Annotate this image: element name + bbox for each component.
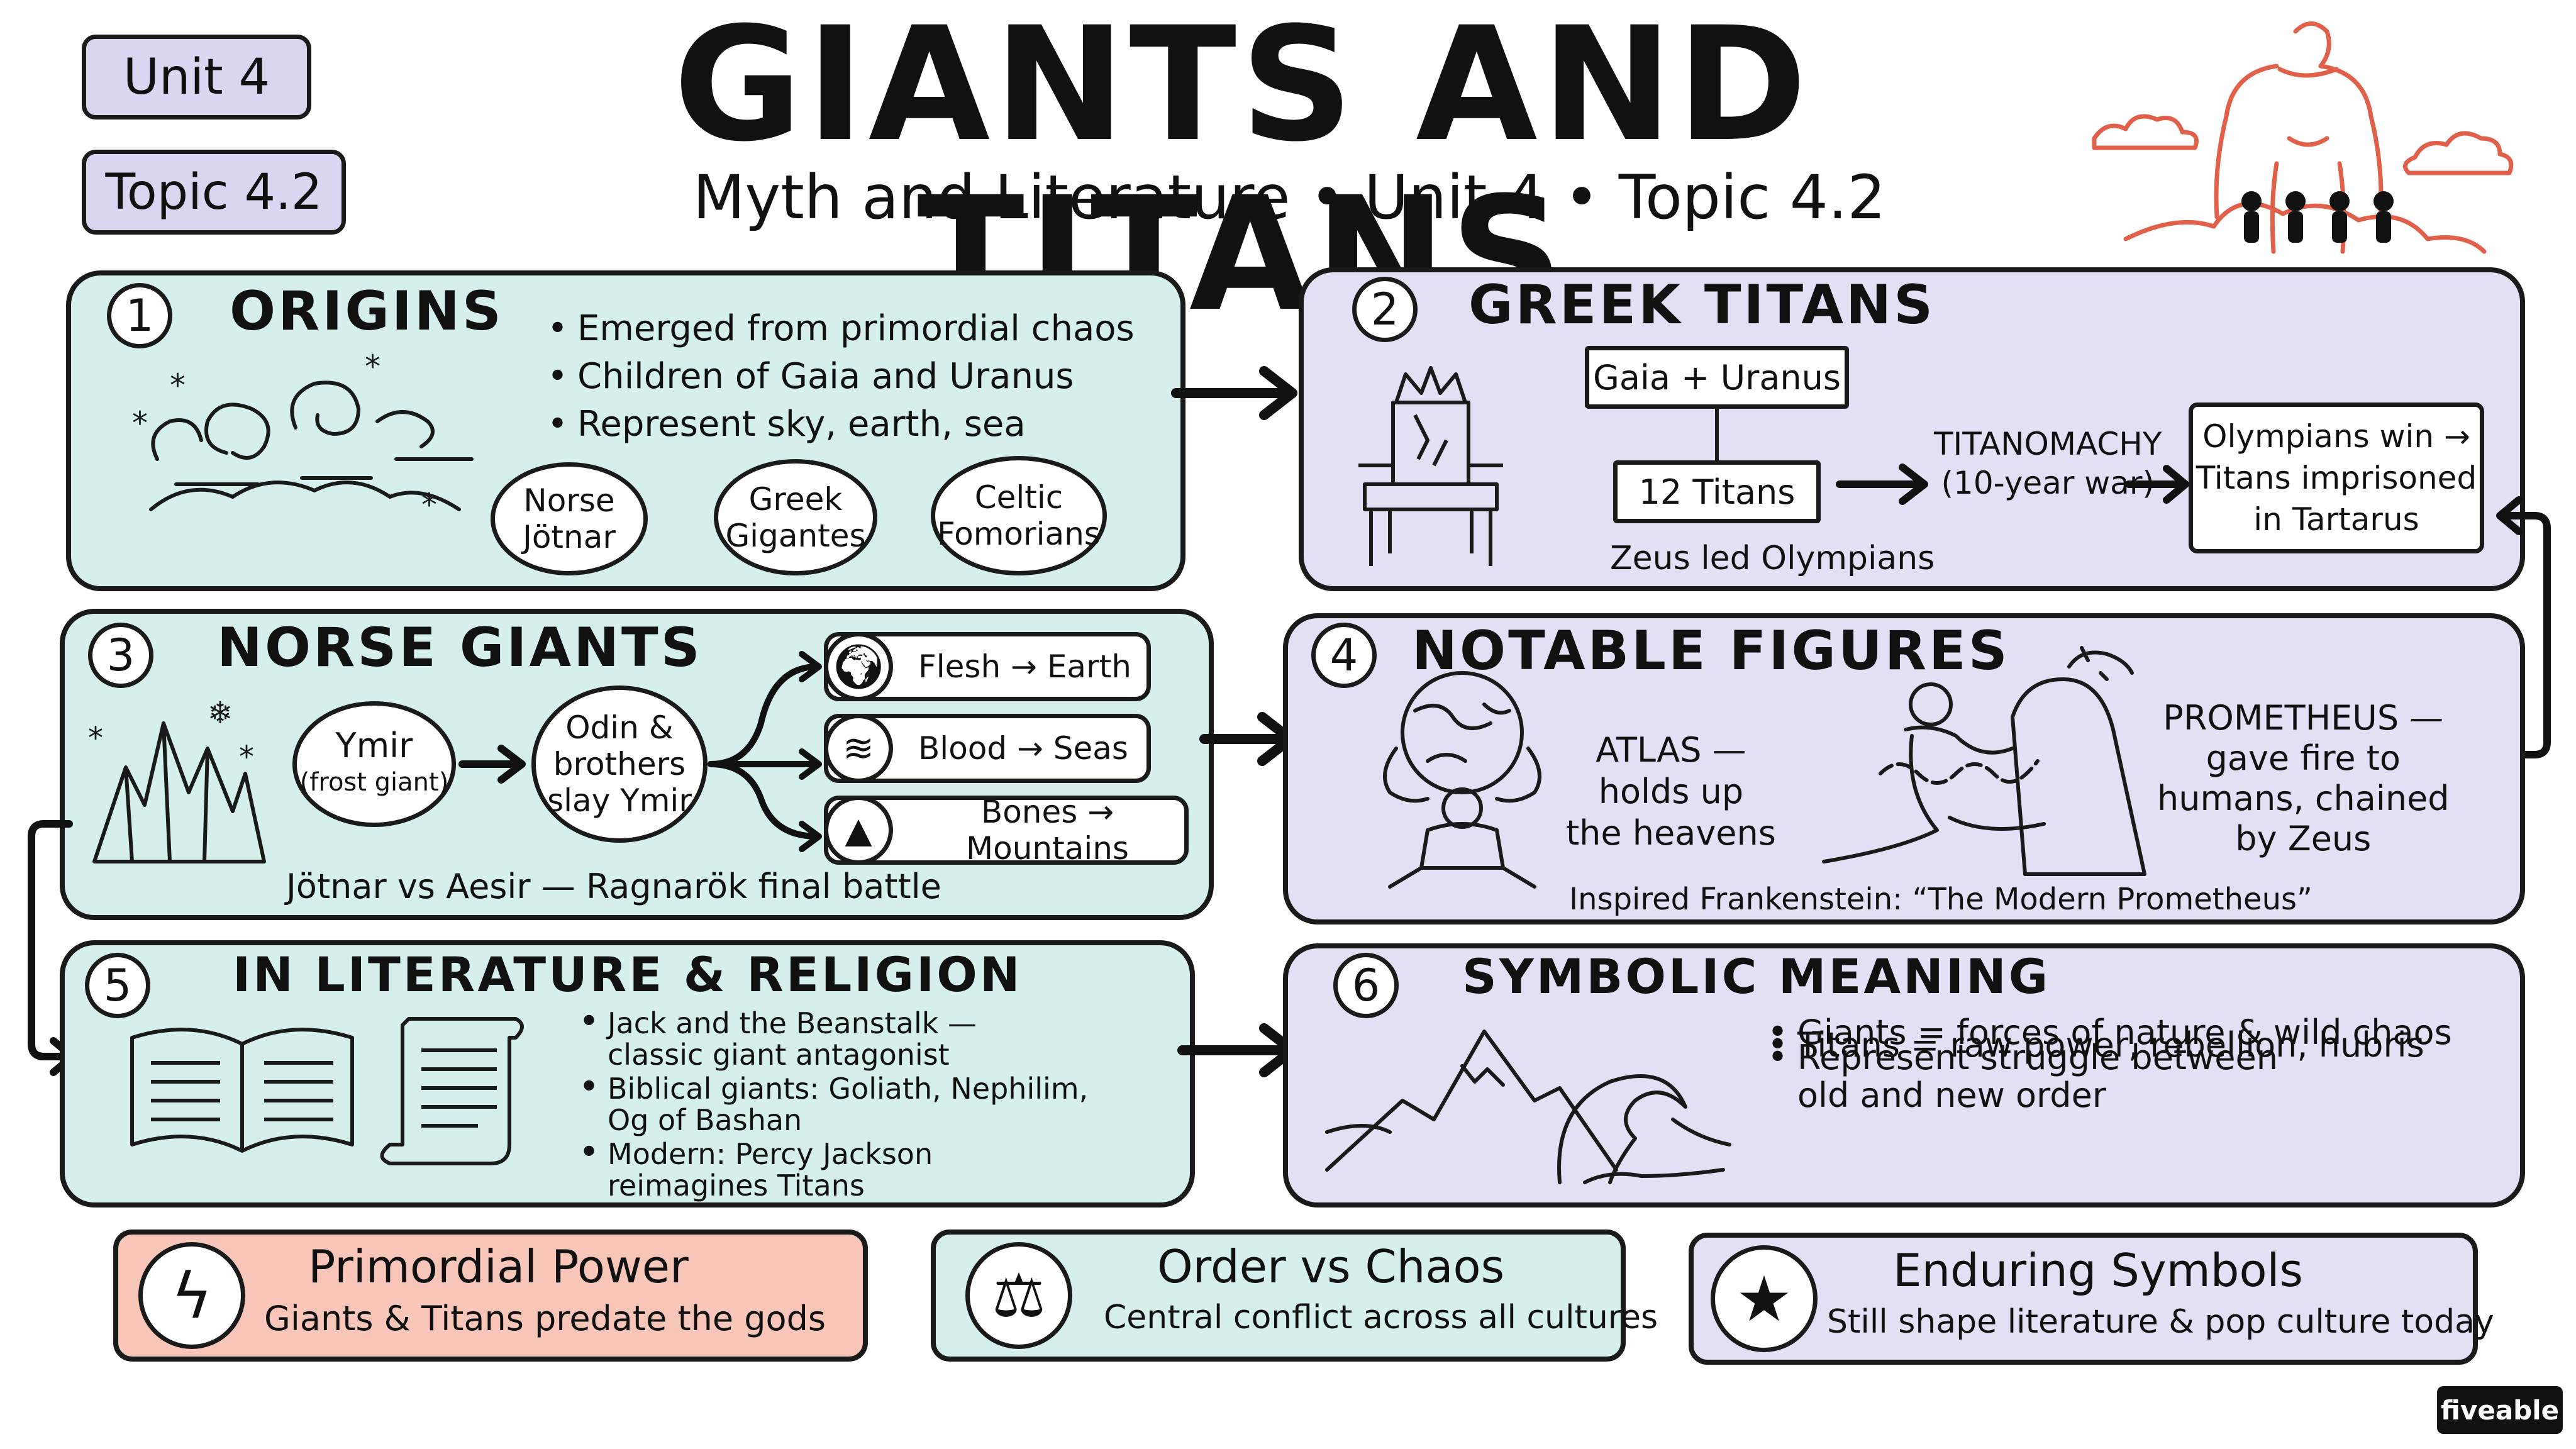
bones-mountains-box: ▲ Bones → Mountains	[824, 794, 1189, 867]
page-subtitle: Myth and Literature • Unit 4 • Topic 4.2	[692, 162, 1886, 233]
svg-text:*: *	[170, 367, 186, 404]
atlas-figure-icon	[1383, 671, 1541, 889]
norse-number: 3	[88, 623, 153, 688]
unit-tag: Unit 4	[82, 35, 311, 119]
scales-icon: ⚖	[965, 1242, 1072, 1349]
origins-title: ORIGINS	[230, 280, 504, 343]
mountain-icon: ▲	[824, 796, 893, 865]
notable-number: 4	[1311, 623, 1377, 688]
symbolic-number: 6	[1333, 953, 1399, 1018]
symbolic-bullets: •Giants = forces of nature & wild chaos …	[1767, 1014, 2452, 1114]
footer-sub-enduring: Still shape literature & pop culture tod…	[1827, 1303, 2494, 1341]
footer-sub-primordial: Giants & Titans predate the gods	[264, 1299, 826, 1338]
footer-title-enduring: Enduring Symbols	[1893, 1244, 2304, 1297]
titanomachy-label: TITANOMACHY(10-year war)	[1934, 426, 2162, 501]
prometheus-chained-icon	[1822, 646, 2146, 876]
svg-text:*: *	[421, 487, 437, 523]
throne-icon	[1358, 366, 1503, 566]
flesh-earth-box: 🌍︎ Flesh → Earth	[824, 632, 1151, 701]
origins-bullets: •Emerged from primordial chaos •Children…	[547, 305, 1135, 448]
svg-text:*: *	[239, 740, 254, 775]
list-item: •Biblical giants: Goliath, Nephilim, Og …	[579, 1067, 1089, 1137]
svg-text:*: *	[88, 721, 103, 756]
footer-title-primordial: Primordial Power	[308, 1240, 689, 1293]
svg-text:❄: ❄	[208, 696, 233, 731]
star-icon: ★	[1711, 1245, 1818, 1352]
notable-caption: Inspired Frankenstein: “The Modern Prome…	[1569, 882, 2312, 917]
ymir-oval: Ymir(frost giant)	[292, 701, 456, 827]
globe-icon: 🌍︎	[824, 632, 893, 701]
topic-tag: Topic 4.2	[82, 150, 346, 235]
footer-card-enduring	[1689, 1233, 2478, 1365]
branch-arrows	[708, 651, 822, 852]
norse-title: NORSE GIANTS	[217, 616, 702, 679]
literature-number: 5	[85, 953, 150, 1018]
blood-seas-box: ≋ Blood → Seas	[824, 714, 1151, 783]
gaia-uranus-box: Gaia + Uranus	[1585, 346, 1849, 409]
tree-connector	[1715, 409, 1719, 462]
twelve-titans-box: 12 Titans	[1613, 460, 1821, 523]
list-item: •Giants = forces of nature & wild chaos	[1767, 1012, 2452, 1053]
footer-title-order: Order vs Chaos	[1157, 1240, 1505, 1293]
greek-title: GREEK TITANS	[1468, 274, 1936, 336]
notable-title: NOTABLE FIGURES	[1412, 619, 2010, 682]
ice-crystal-icon: ❄**	[88, 696, 266, 863]
footer-sub-order: Central conflict across all cultures	[1104, 1299, 1658, 1336]
literature-title: IN LITERATURE & RELIGION	[233, 947, 1023, 1002]
greek-caption: Zeus led Olympians	[1610, 540, 1935, 577]
greek-number: 2	[1352, 277, 1418, 342]
arrow-ymir-to-odin	[458, 745, 526, 784]
list-item: •Children of Gaia and Uranus	[547, 356, 1074, 397]
svg-text:*: *	[132, 405, 148, 441]
arrow-war-to-result	[2125, 465, 2189, 504]
list-item: •Represent struggle between old and new …	[1767, 1037, 2278, 1115]
lightning-icon: ϟ	[138, 1242, 245, 1349]
waves-icon: ≋	[824, 714, 893, 783]
giant-silhouette-icon	[2092, 21, 2514, 254]
list-item: •Emerged from primordial chaos	[547, 308, 1135, 349]
page-title: GIANTS AND TITANS	[673, 0, 1811, 346]
arrow-origins-to-greek	[1171, 366, 1297, 420]
symbolic-panel	[1283, 943, 2525, 1208]
mountain-wave-icon	[1325, 1030, 1731, 1184]
open-book-icon	[130, 1028, 354, 1153]
arrow-titans-to-war	[1836, 464, 1928, 505]
scroll-icon	[380, 1017, 524, 1165]
brand-logo[interactable]: fiveable	[2437, 1386, 2563, 1434]
symbolic-title: SYMBOLIC MEANING	[1462, 948, 2051, 1004]
svg-text:*: *	[365, 348, 380, 385]
literature-panel	[60, 940, 1195, 1208]
list-item: •Represent sky, earth, sea	[547, 404, 1026, 445]
origins-number: 1	[107, 283, 172, 348]
notable-figures-panel	[1283, 613, 2525, 924]
list-item: •Jack and the Beanstalk — classic giant …	[579, 1001, 977, 1072]
literature-bullets: •Jack and the Beanstalk — classic giant …	[579, 1001, 1089, 1202]
list-item: •Modern: Percy Jackson reimagines Titans	[579, 1132, 933, 1202]
norse-caption: Jötnar vs Aesir — Ragnarök final battle	[286, 867, 941, 906]
chaos-swirl-icon: * * * *	[132, 348, 474, 523]
list-item: •Titans = raw power, rebellion, hubris	[1767, 1024, 2424, 1065]
